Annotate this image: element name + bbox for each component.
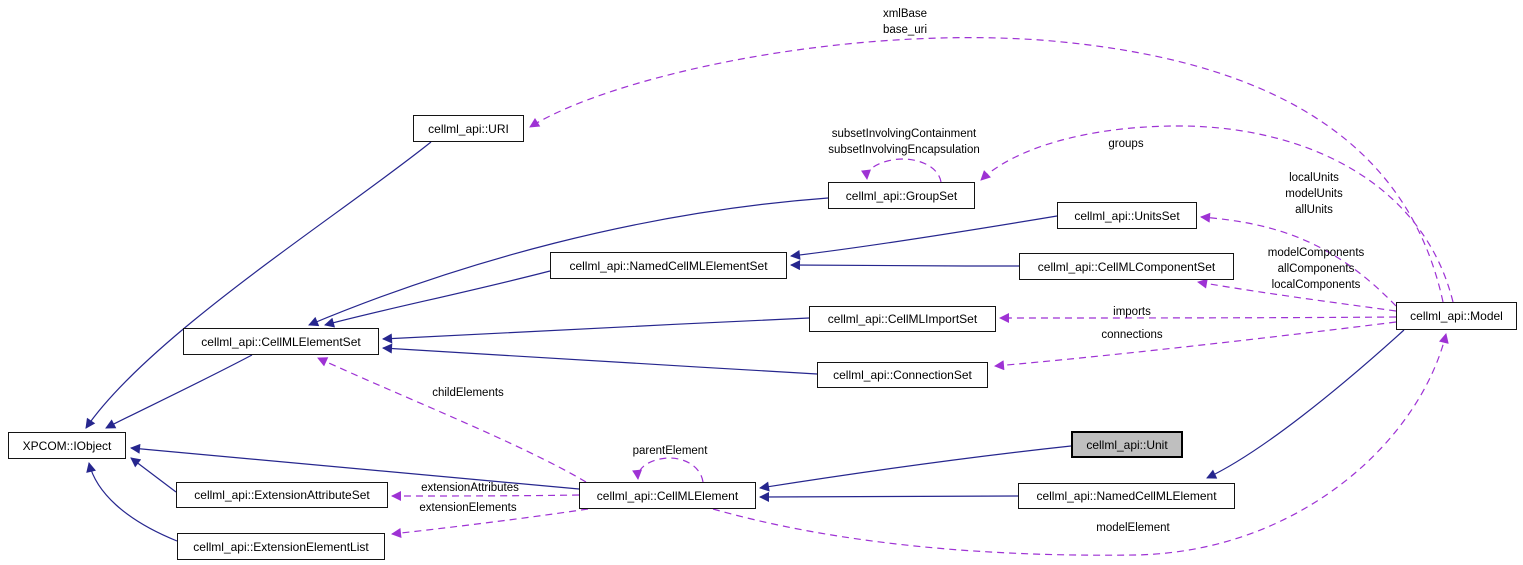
edge-label-imports: imports: [1113, 306, 1151, 318]
edge-usage-model-to-unitsset-units: [1200, 212, 1397, 307]
node-cellml-component-set[interactable]: cellml_api::CellMLComponentSet: [1019, 253, 1234, 280]
node-extension-element-list[interactable]: cellml_api::ExtensionElementList: [177, 533, 385, 560]
edge-label-modelelement: modelElement: [1096, 522, 1170, 534]
node-cellml-element[interactable]: cellml_api::CellMLElement: [579, 482, 756, 509]
edge-label-parentelement: parentElement: [632, 445, 708, 457]
node-cellml-element-set[interactable]: cellml_api::CellMLElementSet: [183, 328, 379, 355]
node-named-cellml-element[interactable]: cellml_api::NamedCellMLElement: [1018, 483, 1235, 509]
edge-usage-model-to-connectionset-connections: [994, 321, 1397, 371]
edge-inherit-elemlist-to-iobject: [86, 462, 178, 542]
edge-inherit-uri-to-iobject: [85, 141, 432, 429]
node-uri[interactable]: cellml_api::URI: [413, 115, 524, 142]
node-model[interactable]: cellml_api::Model: [1396, 302, 1517, 330]
edge-label-childelements: childElements: [432, 387, 504, 399]
edge-inherit-componentset-to-namedset: [790, 260, 1020, 271]
edge-label-connections: connections: [1101, 329, 1163, 341]
edge-label-extensionelements: extensionElements: [419, 502, 517, 514]
node-unit-current[interactable]: cellml_api::Unit: [1071, 431, 1183, 458]
node-xpcom-iobject[interactable]: XPCOM::IObject: [8, 432, 126, 459]
edge-usage-model-to-importset-imports: [999, 312, 1397, 323]
edge-label-subsetinvolving: subsetInvolvingContainment subsetInvolvi…: [828, 128, 980, 156]
edge-usage-model-to-uri-xmlbase: [529, 37, 1444, 303]
node-extension-attribute-set[interactable]: cellml_api::ExtensionAttributeSet: [176, 482, 388, 508]
edge-label-model-all-local-components: modelComponents allComponents localCompo…: [1267, 247, 1365, 291]
edge-inherit-unitsset-to-namedset: [790, 215, 1058, 260]
edge-inherit-element-to-iobject: [130, 443, 580, 490]
edge-inherit-namedset-to-elementset: [324, 270, 551, 328]
edge-usage-element-parentelement-selfloop: [632, 457, 704, 483]
node-group-set[interactable]: cellml_api::GroupSet: [828, 182, 975, 209]
edge-inherit-importset-to-elementset: [382, 317, 810, 344]
edge-inherit-connectionset-to-elementset: [382, 343, 818, 375]
edge-usage-element-to-elemlist-extensionelements: [391, 508, 589, 538]
node-connection-set[interactable]: cellml_api::ConnectionSet: [817, 362, 988, 388]
edge-usage-element-to-elementset-childelements: [317, 357, 587, 483]
edge-inherit-model-to-namedelement: [1206, 329, 1405, 479]
edge-label-groups: groups: [1108, 138, 1144, 150]
edge-usage-model-to-componentset-components: [1197, 278, 1397, 312]
edge-usage-element-to-model-modelelement: [712, 333, 1449, 556]
edge-inherit-attrset-to-iobject: [130, 457, 177, 493]
edge-inherit-unit-to-element: [759, 445, 1072, 492]
edge-inherit-namedelement-to-element: [759, 491, 1019, 502]
edge-label-xmlbase-base-uri: xmlBase base_uri: [882, 8, 928, 36]
edge-label-local-model-all-units: localUnits modelUnits allUnits: [1285, 172, 1343, 216]
edge-inherit-elementset-to-iobject: [105, 354, 253, 429]
node-named-cellml-element-set[interactable]: cellml_api::NamedCellMLElementSet: [550, 252, 787, 279]
node-cellml-import-set[interactable]: cellml_api::CellMLImportSet: [809, 306, 996, 332]
edge-usage-groupset-subset-selfloop: [861, 158, 942, 183]
edge-label-extensionattributes: extensionAttributes: [421, 482, 519, 494]
edge-inherit-groupset-to-elementset: [308, 197, 829, 327]
edge-usage-model-to-groupset-groups: [980, 125, 1454, 303]
node-units-set[interactable]: cellml_api::UnitsSet: [1057, 202, 1197, 229]
